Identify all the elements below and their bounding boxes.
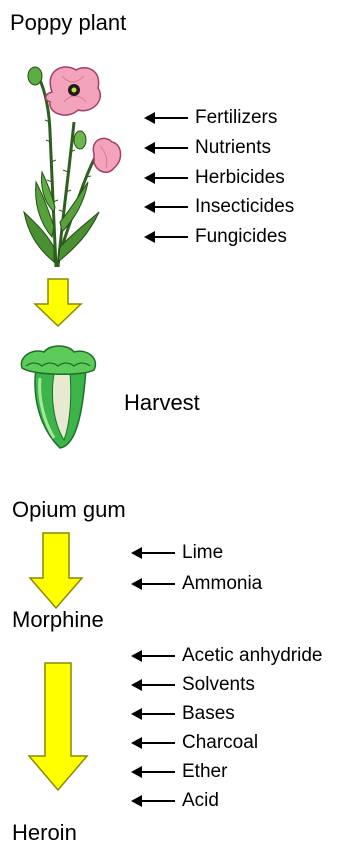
input-label-bases: Bases	[182, 703, 235, 725]
left-arrow-icon	[131, 794, 175, 808]
left-arrow-icon	[144, 141, 188, 155]
left-arrow-icon	[131, 765, 175, 779]
seed-capsule-illustration	[14, 338, 104, 450]
left-arrow-icon	[144, 111, 188, 125]
left-arrow-icon	[131, 649, 175, 663]
stage-label-heroin: Heroin	[12, 820, 77, 846]
input-label-nutrients: Nutrients	[195, 137, 271, 159]
left-arrow-icon	[131, 736, 175, 750]
left-arrow-icon	[144, 171, 188, 185]
poppy-plant-illustration	[14, 62, 129, 272]
input-label-solvents: Solvents	[182, 674, 255, 696]
flow-arrow-1	[33, 278, 83, 328]
input-label-charcoal: Charcoal	[182, 732, 258, 754]
stage-label-poppy-plant: Poppy plant	[10, 10, 126, 36]
input-label-acetic-anhydride: Acetic anhydride	[182, 645, 322, 667]
stage-label-morphine: Morphine	[12, 607, 104, 633]
input-label-ether: Ether	[182, 761, 227, 783]
input-label-insecticides: Insecticides	[195, 196, 294, 218]
left-arrow-icon	[131, 546, 175, 560]
left-arrow-icon	[131, 678, 175, 692]
stage-label-opium-gum: Opium gum	[12, 497, 126, 523]
input-label-acid: Acid	[182, 790, 219, 812]
left-arrow-icon	[144, 200, 188, 214]
left-arrow-icon	[131, 707, 175, 721]
input-label-herbicides: Herbicides	[195, 167, 285, 189]
stage-label-harvest: Harvest	[124, 390, 200, 416]
input-label-fertilizers: Fertilizers	[195, 107, 277, 129]
left-arrow-icon	[131, 577, 175, 591]
input-label-ammonia: Ammonia	[182, 573, 262, 595]
flow-arrow-2	[28, 532, 84, 610]
flow-arrow-3	[27, 662, 89, 792]
input-label-lime: Lime	[182, 542, 223, 564]
left-arrow-icon	[144, 230, 188, 244]
input-label-fungicides: Fungicides	[195, 226, 287, 248]
